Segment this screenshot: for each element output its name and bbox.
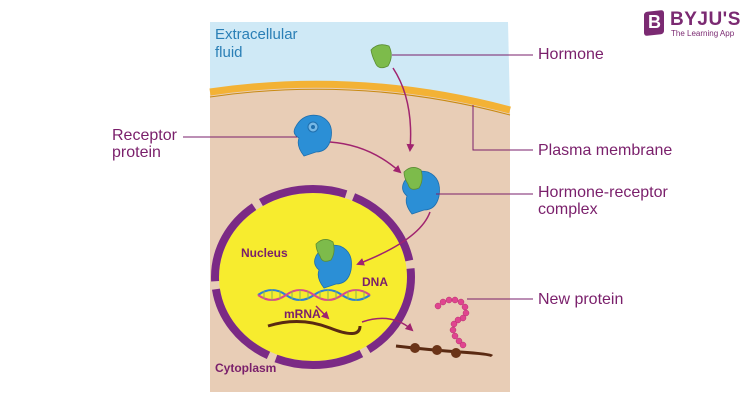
new-protein-chain — [434, 296, 470, 349]
hormone-receptor-complex-hormone — [403, 167, 423, 190]
nucleus-label: Nucleus — [241, 246, 288, 260]
plasma-membrane — [209, 80, 511, 114]
extracellular-label-line2: fluid — [215, 44, 243, 61]
hormone-label: Hormone — [538, 46, 604, 63]
receptor-protein — [293, 114, 332, 157]
extracellular-label-line1: Extracellular — [215, 26, 298, 43]
complex-label-line2: complex — [538, 201, 598, 218]
nuclear-complex-hormone — [315, 239, 335, 262]
plasma-membrane-label: Plasma membrane — [538, 142, 673, 159]
hormone-entry-arrow — [392, 67, 415, 152]
nuclear-envelope — [211, 185, 415, 369]
nuclear-entry-arrow — [356, 211, 431, 266]
hormone-molecule — [370, 44, 392, 69]
dna-label: DNA — [362, 275, 388, 289]
brand-name: BYJU'S — [670, 9, 741, 30]
receptor-label-line1: Receptor — [112, 127, 177, 144]
mrna-arrow — [315, 305, 330, 320]
nucleus — [219, 193, 407, 361]
ribosome — [410, 343, 420, 353]
receptor-label-line2: protein — [112, 144, 161, 161]
receptor-binding-arrow — [329, 141, 402, 174]
mrna-strand — [267, 319, 362, 335]
ribosome — [432, 345, 442, 355]
ribosome — [451, 348, 461, 358]
complex-label-line1: Hormone-receptor — [538, 184, 668, 201]
export-arrow — [361, 317, 414, 332]
brand-tagline: The Learning App — [671, 29, 735, 38]
brand-logo-letter: B — [648, 12, 661, 32]
leader-lines — [183, 54, 533, 300]
cytoplasm-label: Cytoplasm — [215, 361, 277, 375]
dna-helix — [257, 289, 371, 301]
mrna-label: mRNA — [284, 307, 321, 321]
extracellular-fluid — [210, 22, 510, 110]
new-protein-label: New protein — [538, 291, 624, 308]
